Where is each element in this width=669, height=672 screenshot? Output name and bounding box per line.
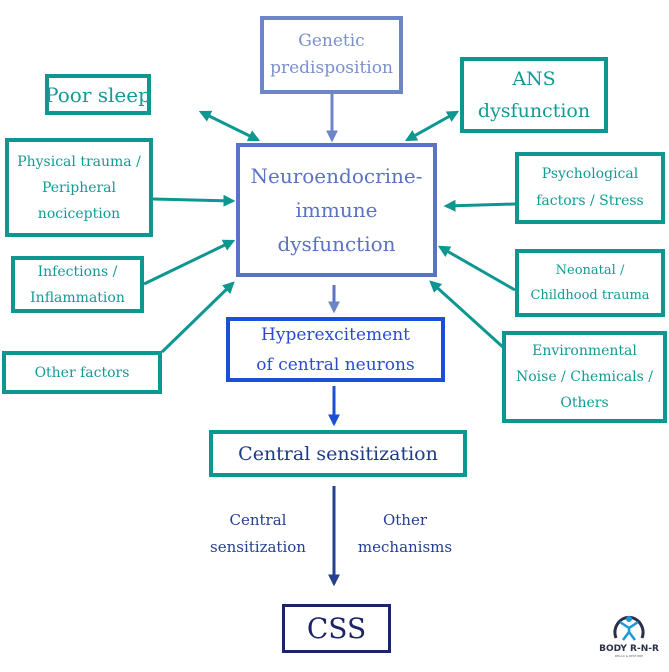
node-hyperexcitement: Hyperexcitement of central neurons <box>226 317 445 382</box>
logo-name: BODY R-N-R <box>599 644 659 654</box>
arrow-poor-sleep <box>198 110 261 142</box>
logo: BODY R-N-R RELAX & RESTORE <box>596 606 662 662</box>
label-central-sensitization: Central sensitization <box>200 507 316 561</box>
label-other-mechanisms: Other mechanisms <box>348 507 462 561</box>
node-css: CSS <box>282 604 391 653</box>
arrow-ans <box>404 110 460 142</box>
node-line: Peripheral <box>41 179 117 196</box>
node-line: Genetic <box>298 31 365 51</box>
node-line: Neonatal / <box>555 263 625 278</box>
logo-tagline: RELAX & RESTORE <box>614 654 644 658</box>
node-genetic: Genetic predisposition <box>260 16 403 94</box>
arrow-psych <box>443 199 516 212</box>
node-line: Neuroendocrine- <box>250 164 423 188</box>
node-line: dysfunction <box>477 100 591 122</box>
node-line: dysfunction <box>277 232 396 256</box>
node-psych: Psychological factors / Stress <box>515 152 665 224</box>
node-line: Other factors <box>34 364 130 381</box>
label-line: mechanisms <box>357 538 453 556</box>
logo-figure-icon <box>613 616 645 641</box>
node-line: of central neurons <box>256 354 415 375</box>
arrow-infections <box>143 239 236 286</box>
node-line: immune <box>295 198 378 222</box>
node-line: Others <box>560 395 609 411</box>
arrow-neonatal <box>437 245 516 292</box>
arrow-physical <box>152 194 236 207</box>
node-physical: Physical trauma / Peripheral nociception <box>5 138 153 237</box>
node-poor-sleep: Poor sleep <box>45 74 151 115</box>
node-center: Neuroendocrine- immune dysfunction <box>236 143 437 277</box>
node-line: Central sensitization <box>238 442 438 465</box>
node-line: factors / Stress <box>536 193 644 209</box>
node-line: Psychological <box>541 166 639 182</box>
label-line: Other <box>382 511 428 529</box>
node-other-factors: Other factors <box>2 351 162 394</box>
node-line: predisposition <box>270 58 393 78</box>
node-line: Poor sleep <box>45 82 151 107</box>
node-line: Noise / Chemicals / <box>515 369 654 385</box>
node-line: ANS <box>512 68 556 90</box>
label-line: Central <box>229 511 287 529</box>
node-line: Hyperexcitement <box>261 324 410 345</box>
node-line: Infections / <box>37 263 118 280</box>
node-neonatal: Neonatal / Childhood trauma <box>515 249 665 317</box>
label-line: sensitization <box>210 538 306 556</box>
node-line: Childhood trauma <box>530 288 650 303</box>
node-infections: Infections / Inflammation <box>11 256 144 313</box>
node-ans: ANS dysfunction <box>460 57 608 133</box>
arrow-environmental <box>429 280 507 351</box>
node-environmental: Environmental Noise / Chemicals / Others <box>502 331 667 423</box>
node-line: nociception <box>37 205 121 222</box>
arrow-other <box>160 281 235 354</box>
node-central-sensitization: Central sensitization <box>209 430 467 477</box>
node-line: Physical trauma / <box>17 153 141 170</box>
node-line: CSS <box>306 612 367 645</box>
node-line: Inflammation <box>30 289 125 306</box>
node-line: Environmental <box>532 343 637 359</box>
